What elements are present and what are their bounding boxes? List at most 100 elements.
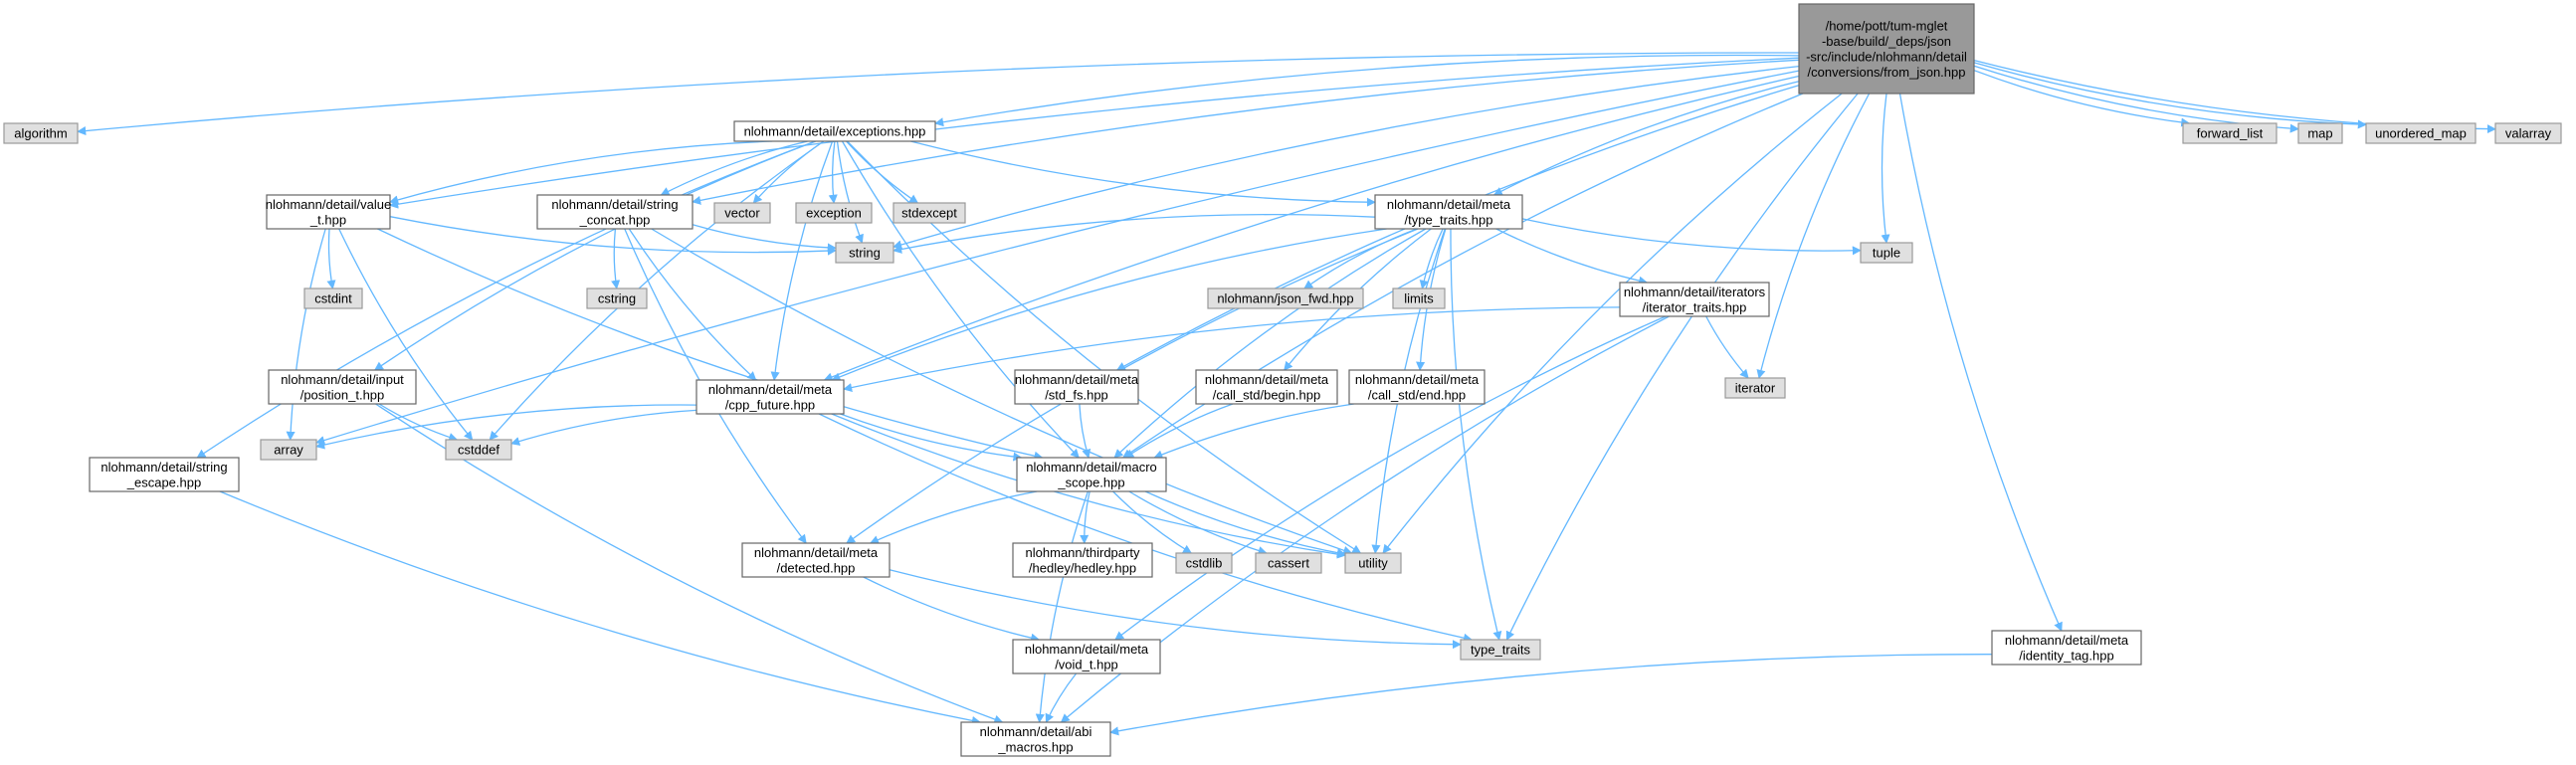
node-box-forward_list [2182, 122, 2278, 144]
edge-exceptions-to-macro_scope [841, 140, 1080, 459]
node-label-detected-line-0: nlohmann/detail/meta [754, 545, 879, 560]
node-box-algorithm [3, 122, 79, 144]
node-box-abi_macros [960, 721, 1111, 757]
edge-exceptions-to-position_t [373, 140, 816, 371]
node-begin[interactable]: nlohmann/detail/meta/call_std/begin.hpp [1195, 369, 1338, 405]
node-box-string_concat [536, 194, 694, 230]
node-macro_scope[interactable]: nlohmann/detail/macro_scope.hpp [1016, 457, 1167, 492]
edge-value_t-to-cstdint [326, 228, 336, 289]
node-box-map [2297, 122, 2343, 144]
edge-cpp_future-to-type_traits [818, 413, 1473, 643]
node-cstring: cstring [586, 287, 648, 309]
edge-std_fs-to-macro_scope [1079, 403, 1091, 459]
node-label-detected-line-1: /detected.hpp [777, 560, 856, 575]
node-label-type_traits_hpp-line-1: /type_traits.hpp [1405, 212, 1493, 227]
node-iterator_traits[interactable]: nlohmann/detail/iterators/iterator_trait… [1619, 282, 1770, 317]
node-box-valarray [2494, 122, 2562, 144]
node-label-iterator-line-0: iterator [1735, 381, 1776, 396]
node-box-macro_scope [1016, 457, 1167, 492]
node-box-cstring [586, 287, 648, 309]
node-label-string_escape-line-0: nlohmann/detail/string [100, 460, 227, 475]
node-label-root-line-3: /conversions/from_json.hpp [1808, 65, 1966, 80]
edge-type_traits_hpp-to-macro_scope [1113, 228, 1427, 459]
node-value_t[interactable]: nlohmann/detail/value_t.hpp [266, 194, 391, 230]
edge-root-to-utility [1382, 93, 1843, 554]
node-box-utility [1344, 552, 1402, 574]
node-detected[interactable]: nlohmann/detail/meta/detected.hpp [741, 542, 891, 578]
node-label-string-line-0: string [849, 246, 881, 261]
node-exceptions[interactable]: nlohmann/detail/exceptions.hpp [733, 120, 936, 142]
node-label-cpp_future-line-0: nlohmann/detail/meta [708, 382, 833, 397]
node-box-cpp_future [695, 379, 845, 415]
edge-macro_scope-to-detected [869, 490, 1038, 544]
node-label-tuple-line-0: tuple [1873, 246, 1900, 261]
edge-root-to-cpp_future [823, 75, 1800, 382]
node-label-cstdint-line-0: cstdint [314, 291, 352, 306]
edge-exceptions-to-cpp_future [770, 140, 834, 381]
node-box-json_fwd [1207, 287, 1364, 309]
node-box-vector [713, 202, 771, 224]
node-box-stdexcept [892, 202, 966, 224]
edge-macro_scope-to-hedley [1080, 490, 1090, 544]
node-box-hedley [1012, 542, 1153, 578]
edge-type_traits_hpp-to-tuple [1521, 218, 1862, 256]
node-label-utility-line-0: utility [1358, 556, 1388, 571]
edge-root-to-exceptions [934, 54, 1800, 127]
node-label-macro_scope-line-0: nlohmann/detail/macro [1026, 460, 1157, 475]
node-label-position_t-line-0: nlohmann/detail/input [281, 372, 404, 387]
node-label-abi_macros-line-1: _macros.hpp [997, 739, 1073, 754]
node-type_traits_hpp[interactable]: nlohmann/detail/meta/type_traits.hpp [1374, 194, 1523, 230]
node-algorithm: algorithm [3, 122, 79, 144]
node-std_fs[interactable]: nlohmann/detail/meta/std_fs.hpp [1014, 369, 1139, 405]
node-box-exception [795, 202, 873, 224]
node-string_concat[interactable]: nlohmann/detail/string_concat.hpp [536, 194, 694, 230]
node-iterator: iterator [1724, 377, 1786, 399]
node-label-valarray-line-0: valarray [2505, 126, 2552, 141]
node-abi_macros[interactable]: nlohmann/detail/abi_macros.hpp [960, 721, 1111, 757]
node-label-stdexcept-line-0: stdexcept [901, 206, 957, 221]
node-identity_tag[interactable]: nlohmann/detail/meta/identity_tag.hpp [1991, 630, 2142, 666]
node-tuple: tuple [1860, 242, 1913, 264]
edge-value_t-to-cstddef [338, 228, 474, 441]
node-end[interactable]: nlohmann/detail/meta/call_std/end.hpp [1348, 369, 1486, 405]
node-label-iterator_traits-line-1: /iterator_traits.hpp [1643, 299, 1747, 314]
node-label-type_traits-line-0: type_traits [1471, 643, 1530, 658]
node-string_escape[interactable]: nlohmann/detail/string_escape.hpp [89, 457, 240, 492]
edges-layer [77, 52, 2496, 736]
edge-root-to-valarray [1973, 59, 2496, 134]
node-label-root-line-0: /home/pott/tum-mglet [1826, 18, 1948, 33]
edge-value_t-to-array [286, 228, 326, 441]
node-label-position_t-line-1: /position_t.hpp [300, 387, 385, 402]
node-cstdint: cstdint [303, 287, 363, 309]
node-label-void_t-line-1: /void_t.hpp [1055, 657, 1118, 671]
node-label-hedley-line-0: nlohmann/thirdparty [1026, 545, 1140, 560]
node-label-forward_list-line-0: forward_list [2197, 126, 2264, 141]
edge-iterator_traits-to-iterator [1705, 315, 1749, 379]
node-hedley[interactable]: nlohmann/thirdparty/hedley/hedley.hpp [1012, 542, 1153, 578]
node-box-exceptions [733, 120, 936, 142]
node-void_t[interactable]: nlohmann/detail/meta/void_t.hpp [1012, 639, 1161, 674]
node-label-cassert-line-0: cassert [1268, 556, 1309, 571]
edge-void_t-to-abi_macros [1045, 672, 1078, 723]
edge-iterator_traits-to-void_t [1114, 315, 1667, 641]
node-label-root-line-1: -base/build/_deps/json [1822, 34, 1951, 49]
node-label-string_concat-line-0: nlohmann/detail/string [551, 197, 678, 212]
edge-root-to-forward_list [1973, 70, 2191, 127]
node-box-cstddef [445, 439, 512, 461]
node-box-string [835, 242, 894, 264]
node-position_t[interactable]: nlohmann/detail/input/position_t.hpp [268, 369, 417, 405]
node-cpp_future[interactable]: nlohmann/detail/meta/cpp_future.hpp [695, 379, 845, 415]
edge-root-to-string_concat [692, 59, 1800, 205]
node-label-identity_tag-line-1: /identity_tag.hpp [2019, 648, 2113, 663]
node-root[interactable]: /home/pott/tum-mglet-base/build/_deps/js… [1798, 3, 1975, 95]
node-cstddef: cstddef [445, 439, 512, 461]
edge-type_traits_hpp-to-detected [846, 228, 1419, 544]
edge-cpp_future-to-utility [831, 413, 1346, 559]
node-map: map [2297, 122, 2343, 144]
edge-root-to-identity_tag [1898, 93, 2063, 632]
node-label-exceptions-line-0: nlohmann/detail/exceptions.hpp [744, 124, 926, 139]
node-cassert: cassert [1255, 552, 1322, 574]
node-label-value_t-line-1: _t.hpp [309, 212, 346, 227]
edge-detected-to-type_traits [889, 569, 1462, 650]
node-label-cstdlib-line-0: cstdlib [1186, 556, 1223, 571]
